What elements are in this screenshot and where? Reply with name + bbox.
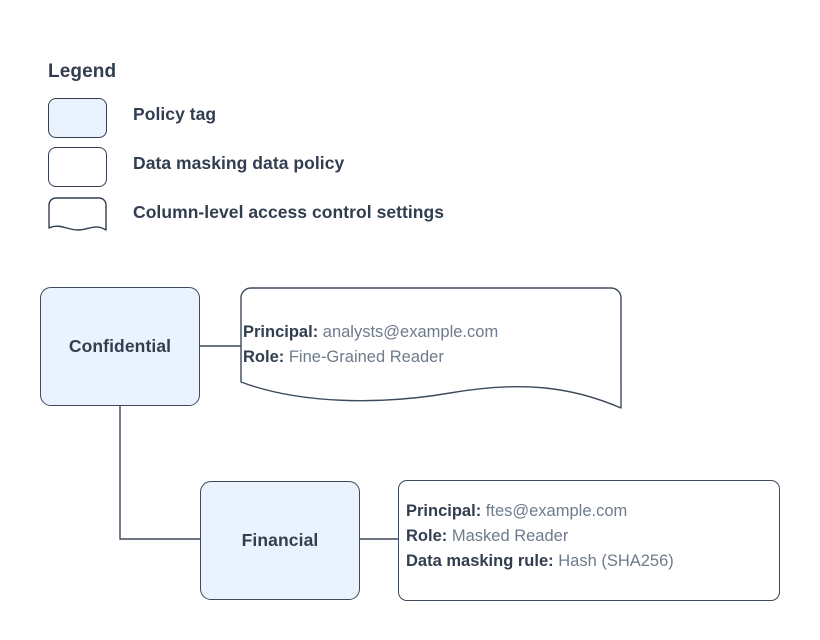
detail-value: Hash (SHA256) bbox=[558, 552, 674, 570]
detail-key: Role: bbox=[406, 527, 448, 545]
detail-financial-content: Principal: ftes@example.com Role: Masked… bbox=[406, 499, 674, 574]
rounded-rect-filled-icon bbox=[48, 98, 107, 138]
detail-line: Principal: ftes@example.com bbox=[406, 499, 674, 524]
detail-value: analysts@example.com bbox=[322, 323, 499, 341]
detail-line: Data masking rule: Hash (SHA256) bbox=[406, 549, 674, 574]
detail-line: Principal: analysts@example.com bbox=[243, 320, 498, 345]
detail-key: Principal: bbox=[406, 502, 482, 520]
legend-label-policy-tag: Policy tag bbox=[133, 104, 217, 124]
rounded-rect-plain-icon bbox=[48, 147, 107, 187]
detail-value: Masked Reader bbox=[451, 527, 569, 545]
node-confidential[interactable]: Confidential bbox=[40, 287, 200, 406]
detail-confidential-content: Principal: analysts@example.com Role: Fi… bbox=[243, 320, 498, 370]
detail-line: Role: Fine-Grained Reader bbox=[243, 345, 498, 370]
detail-line: Role: Masked Reader bbox=[406, 524, 674, 549]
legend-swatch-policy-tag bbox=[48, 98, 107, 138]
node-financial[interactable]: Financial bbox=[200, 481, 360, 600]
detail-value: Fine-Grained Reader bbox=[288, 348, 444, 366]
edge-confidential-to-financial bbox=[119, 406, 200, 540]
detail-key: Role: bbox=[243, 348, 285, 366]
document-wavy-icon bbox=[48, 197, 107, 231]
detail-key: Principal: bbox=[243, 323, 319, 341]
legend-label-data-masking-policy: Data masking data policy bbox=[133, 153, 345, 173]
legend-swatch-data-masking-policy bbox=[48, 147, 107, 187]
detail-key: Data masking rule: bbox=[406, 552, 554, 570]
detail-box-financial bbox=[398, 480, 780, 601]
detail-value: ftes@example.com bbox=[485, 502, 628, 520]
legend-title: Legend bbox=[48, 61, 117, 82]
legend-swatch-column-access-settings bbox=[48, 197, 107, 234]
legend-label-column-access-settings: Column-level access control settings bbox=[133, 202, 445, 222]
